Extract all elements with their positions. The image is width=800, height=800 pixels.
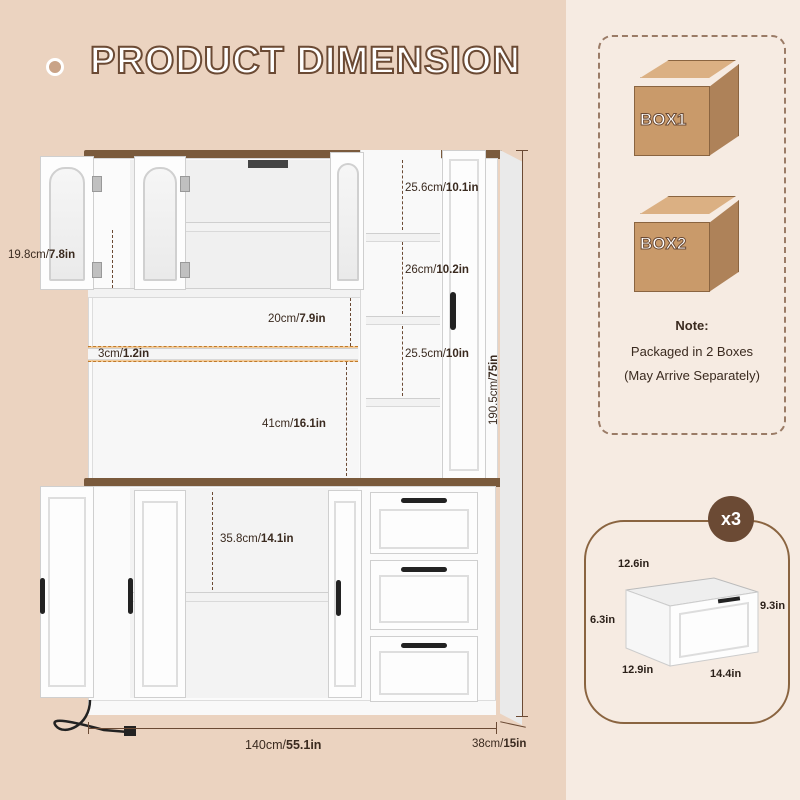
note-line-1: Packaged in 2 Boxes [630,344,754,359]
bullet-dot-icon [46,58,64,76]
dim-tick [496,722,497,734]
door-panel [334,501,356,687]
hutch-open-area [92,298,359,478]
base-left-door [40,486,94,698]
box-front [634,222,710,292]
door-panel [142,501,178,687]
drawer-3 [370,636,478,702]
drawer-outer-height: 9.3in [760,600,786,612]
dim-base-shelf: 35.8cm/14.1in [220,533,294,545]
hinge-icon [92,262,102,278]
hinge-icon [92,176,102,192]
dim-tick [88,722,89,734]
drawer-1 [370,492,478,554]
right-shelf-2 [366,316,440,325]
dim-width: 140cm/55.1in [245,738,322,752]
drawer-box-illustration [625,577,759,667]
dim-depth: 38cm/15in [472,738,527,750]
handle-icon [336,580,341,616]
handle-icon [40,578,45,614]
right-column [360,150,441,480]
box-front [634,86,710,156]
dim-line [346,362,347,476]
handle-icon [401,643,447,648]
top-wood-board [84,150,502,159]
right-shelf-1 [366,233,440,242]
dim-board-thickness: 3cm/1.2in [98,348,150,360]
drawer-panel [379,575,469,623]
hinge-icon [180,176,190,192]
box-2-label: BOX2 [639,234,687,254]
dim-top-door-height: 19.8cm/7.8in [8,249,76,261]
handle-icon [401,567,447,572]
handle-icon [401,498,447,503]
dim-tick [516,716,528,717]
drawer-inner-height: 6.3in [590,614,616,626]
top-middle-door [134,156,186,290]
box-1-label: BOX1 [639,110,687,130]
base-shelf [130,592,360,602]
dim-hutch-open: 41cm/16.1in [262,418,326,430]
dim-line-total-height [522,150,523,716]
middle-shelf [88,348,358,360]
drawer-panel [379,509,469,549]
drawer-2 [370,560,478,630]
handle-icon [128,578,133,614]
top-right-door [330,152,364,290]
base-kick [88,700,496,715]
base-middle-door [134,490,186,698]
dim-line-width [88,728,496,729]
handle-icon [450,292,456,330]
note-panel [598,35,786,435]
dim-right-top-shelf: 25.6cm/10.1in [405,182,479,194]
glass-arch [337,163,359,281]
upper-shelf [186,222,358,232]
power-cord-icon [53,699,136,736]
dim-total-height: 190.5cm/75in [488,354,500,425]
cabinet-side [500,150,522,725]
upper-bottom-shelf [88,288,360,298]
dim-tick [516,150,528,151]
right-shelf-3 [366,398,440,407]
dim-line [402,160,403,230]
door-panel [48,497,86,687]
note-line-2: (May Arrive Separately) [624,368,760,383]
quantity-badge: x3 [708,496,754,542]
dim-line [350,298,351,346]
dim-line [112,230,113,288]
drawer-width: 12.6in [618,558,650,570]
dim-right-mid-shelf: 26cm/10.2in [405,264,469,276]
counter-wood-board [84,478,502,487]
dim-right-low-shelf: 25.5cm/10in [405,348,469,360]
drawer-panel [379,651,469,695]
page-title: PRODUCT DIMENSION [89,39,521,83]
glass-arch [49,167,85,281]
dim-mid-gap: 20cm/7.9in [268,313,326,325]
drawer-depth: 12.9in [622,664,654,676]
glass-arch [143,167,177,281]
dim-line [212,492,213,590]
base-right-door [328,490,362,698]
right-tall-door [442,150,486,480]
dim-line [402,242,403,314]
dim-line [402,326,403,396]
top-left-door [40,156,94,290]
light-strip [248,160,288,168]
hinge-icon [180,262,190,278]
drawer-front-width: 14.4in [710,668,742,680]
note-title: Note: [675,318,709,333]
